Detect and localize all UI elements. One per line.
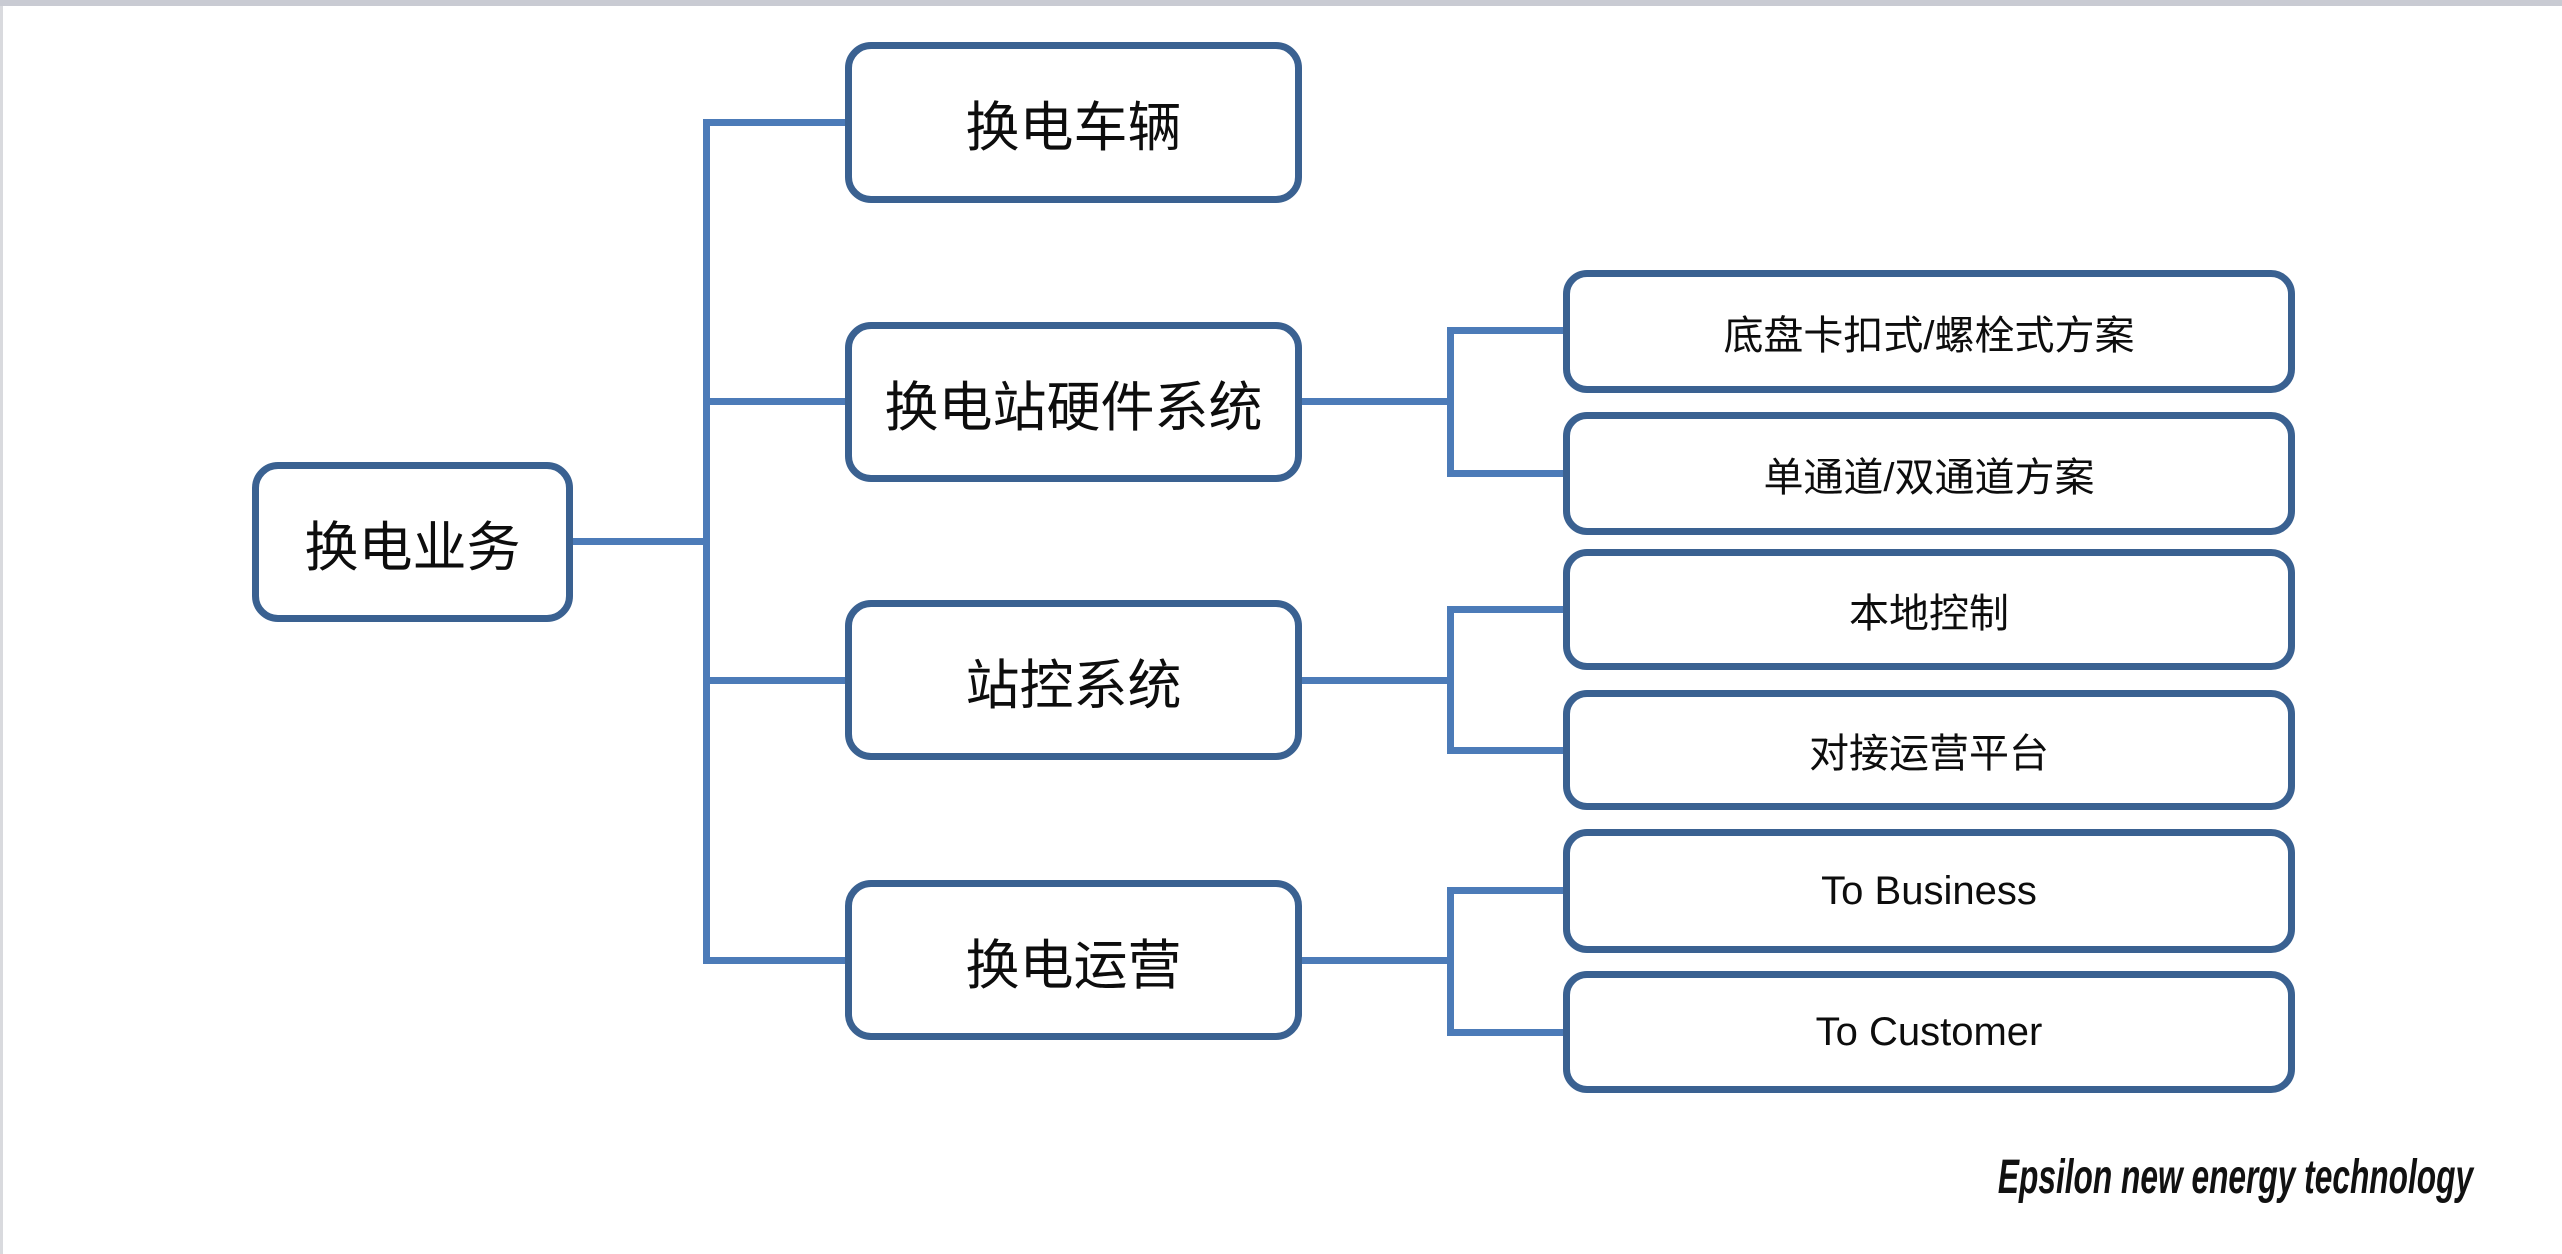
node-to-customer: To Customer: [1563, 971, 2295, 1093]
node-label: 底盘卡扣式/螺栓式方案: [1723, 313, 2135, 358]
connector-operation-out: [1299, 957, 1450, 964]
connector-control-leaf1: [1450, 606, 1565, 613]
node-label: 本地控制: [1849, 591, 2009, 636]
node-label: 换电车辆: [965, 98, 1182, 158]
connector-hardware-leaf2: [1450, 470, 1565, 477]
connector-root-trunk: [570, 538, 707, 545]
node-chassis-clip-bolt-solution: 底盘卡扣式/螺栓式方案: [1563, 270, 2295, 393]
connector-operation-leaf2: [1450, 1029, 1565, 1036]
connector-operation-subtrunk: [1447, 887, 1454, 1036]
node-label: To Business: [1821, 868, 2037, 913]
node-label: 换电站硬件系统: [884, 377, 1263, 438]
connector-control-subtrunk: [1447, 606, 1454, 754]
connector-control-out: [1299, 677, 1450, 684]
node-station-control-system: 站控系统: [845, 600, 1302, 760]
connector-branch-hardware: [707, 398, 847, 405]
node-battery-swap-business: 换电业务: [252, 462, 573, 622]
node-local-control: 本地控制: [1563, 549, 2295, 670]
node-label: To Customer: [1815, 1009, 2043, 1054]
connector-control-leaf2: [1450, 747, 1565, 754]
node-label: 换电业务: [304, 517, 521, 578]
node-label: 站控系统: [965, 655, 1182, 716]
connector-branch-vehicles: [707, 119, 847, 126]
connector-hardware-out: [1299, 398, 1450, 405]
node-single-dual-channel-solution: 单通道/双通道方案: [1563, 412, 2295, 535]
connector-operation-leaf1: [1450, 887, 1565, 894]
connector-branch-operation: [707, 957, 847, 964]
node-swap-vehicles: 换电车辆: [845, 42, 1302, 203]
node-station-hardware-system: 换电站硬件系统: [845, 322, 1302, 482]
connector-main-trunk: [703, 119, 710, 964]
node-label: 换电运营: [965, 935, 1182, 996]
node-label: 单通道/双通道方案: [1763, 455, 2095, 500]
node-label: 对接运营平台: [1809, 732, 2049, 776]
window-top-edge: [0, 0, 2562, 6]
connector-hardware-subtrunk: [1447, 327, 1454, 477]
window-left-edge: [0, 6, 3, 1254]
node-to-business: To Business: [1563, 829, 2295, 953]
connector-hardware-leaf1: [1450, 327, 1565, 334]
node-operation-platform-integration: 对接运营平台: [1563, 690, 2295, 810]
node-swap-operation: 换电运营: [845, 880, 1302, 1040]
connector-branch-control: [707, 677, 847, 684]
company-watermark: Epsilon new energy technology: [1997, 1151, 2473, 1204]
